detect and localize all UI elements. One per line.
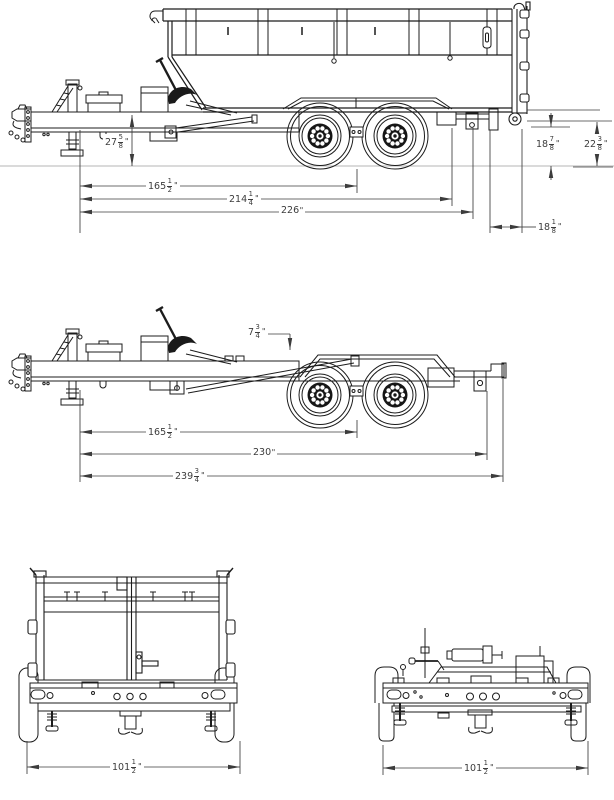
hinge <box>27 619 38 635</box>
chassis-side-view <box>7 305 507 482</box>
hydraulic-cylinder <box>164 114 258 139</box>
top-latch <box>116 576 128 591</box>
dim-chassis-frame-length: 230 " <box>251 447 278 458</box>
front-undercarriage <box>391 703 582 734</box>
tarp-hook <box>149 10 163 24</box>
marker-light <box>386 689 402 700</box>
reservoir <box>515 655 545 684</box>
hinge-knuckle <box>519 9 530 19</box>
dim-overall-length: 226 " <box>279 205 306 216</box>
tail-light <box>30 689 46 700</box>
wheel <box>361 361 429 429</box>
rear-frame <box>436 108 499 131</box>
door-latch <box>135 651 159 674</box>
dump-box <box>149 8 512 113</box>
tire-left <box>18 667 39 743</box>
tongue-front <box>7 56 301 158</box>
tailgate-pin <box>513 2 526 11</box>
box-rear <box>27 567 236 681</box>
fender-rail <box>282 97 453 110</box>
pump-assembly <box>400 628 557 684</box>
tail-light <box>210 689 226 700</box>
rear-bumper <box>29 681 238 712</box>
wheel <box>361 102 429 170</box>
dims-side-box <box>79 109 613 233</box>
rear-frame <box>427 362 507 392</box>
wheel <box>286 102 354 170</box>
tailgate <box>508 1 531 126</box>
axle-equalizer <box>349 126 364 138</box>
side-view-with-box <box>7 1 613 233</box>
hydraulic-cylinder <box>169 355 360 395</box>
fenders-front <box>374 666 591 742</box>
axle-equalizer <box>349 385 364 397</box>
center-jack <box>118 710 143 735</box>
marker-light <box>567 689 583 700</box>
rear-roller <box>508 112 522 126</box>
front-bulkhead <box>382 677 589 704</box>
wheel <box>286 361 354 429</box>
deck-hardware <box>224 355 245 362</box>
tongue-front <box>7 305 301 407</box>
front-view <box>374 628 591 775</box>
pump-tray <box>428 666 557 684</box>
cylinder-body <box>451 648 484 662</box>
rear-view <box>18 567 241 774</box>
dims-side-chassis <box>79 333 504 482</box>
center-jack <box>467 709 493 734</box>
rear-stabilizers <box>45 711 218 732</box>
